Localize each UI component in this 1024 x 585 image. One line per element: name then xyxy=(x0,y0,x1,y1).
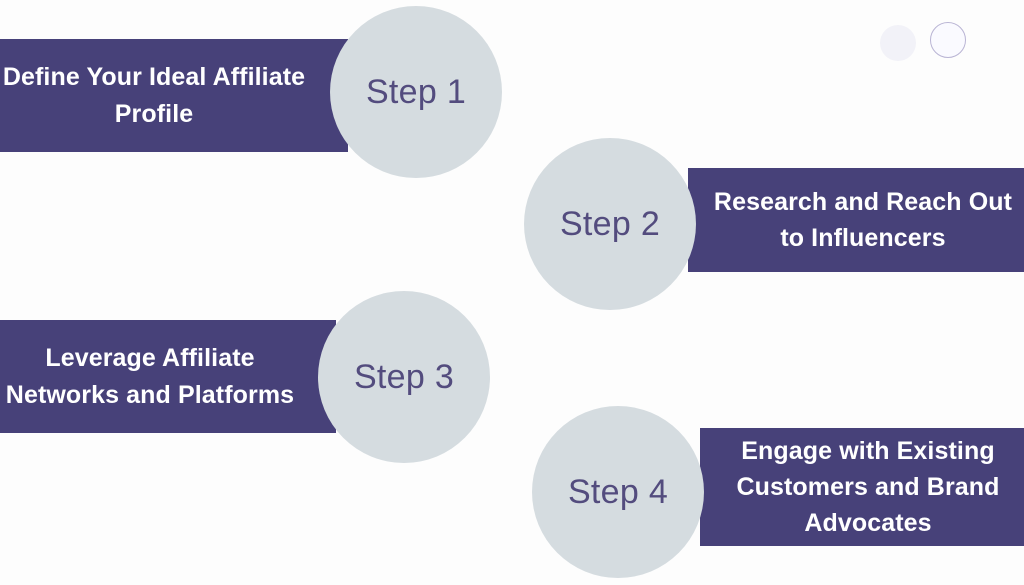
step-4-label-bar: Engage with Existing Customers and Brand… xyxy=(700,428,1024,546)
step-4-badge-text: Step 4 xyxy=(567,472,669,511)
step-2-badge-circle: Step 2 xyxy=(524,138,696,310)
step-3-label-text: Leverage Affiliate Networks and Platform… xyxy=(5,344,295,409)
step-4-badge-circle: Step 4 xyxy=(532,406,704,578)
step-2-badge-text: Step 2 xyxy=(559,204,661,243)
step-1-label-bar: Define Your Ideal Affiliate Profile xyxy=(0,39,348,152)
step-1-badge-circle: Step 1 xyxy=(330,6,502,178)
decorative-filled-circle-icon xyxy=(880,25,916,61)
step-3-badge-text: Step 3 xyxy=(353,357,455,396)
step-3-badge-circle: Step 3 xyxy=(318,291,490,463)
step-2-label-bar: Research and Reach Out to Influencers xyxy=(688,168,1024,272)
decorative-outlined-circle-icon xyxy=(930,22,966,58)
step-1-label-text: Define Your Ideal Affiliate Profile xyxy=(2,63,306,128)
step-1-badge-text: Step 1 xyxy=(365,72,467,111)
step-3-label-bar: Leverage Affiliate Networks and Platform… xyxy=(0,320,336,433)
step-2-label-text: Research and Reach Out to Influencers xyxy=(713,187,1013,252)
step-4-label-text: Engage with Existing Customers and Brand… xyxy=(736,436,1000,538)
